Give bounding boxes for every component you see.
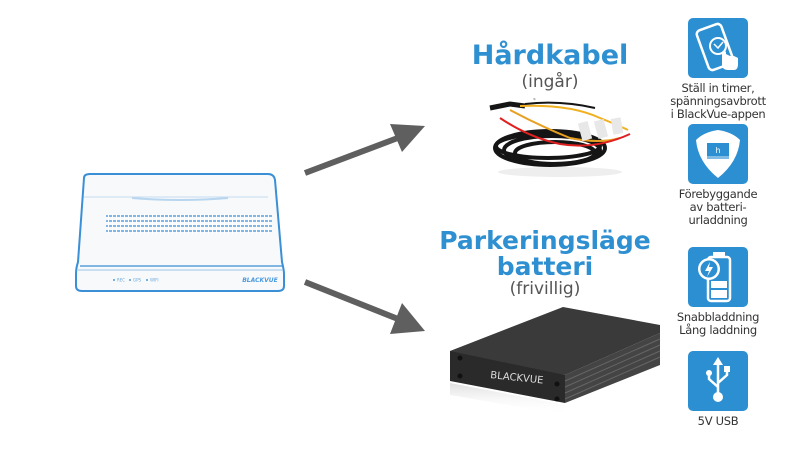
usb-icon	[706, 357, 730, 402]
fast-charge-battery-icon	[698, 252, 732, 303]
battery-title-line2: batteri	[496, 252, 594, 281]
hardwire-title: Hårdkabel	[471, 40, 629, 71]
battery-pack-image: BLACKVUE	[445, 303, 670, 418]
led-label: WIFI	[150, 278, 159, 283]
feature-label: Förebyggande av batteri- urladdning	[678, 187, 758, 227]
feature-label: 5V USB	[697, 414, 739, 428]
dashcam-device: REC GPS WIFI BLACKVUE	[72, 170, 290, 295]
feature-app-timer	[688, 18, 748, 78]
feature-fast-charge	[688, 247, 748, 307]
battery-subtitle: (frivillig)	[509, 279, 581, 299]
hardwire-cable-image	[480, 94, 640, 178]
feature-label: Snabbladdning Lång laddning	[676, 310, 760, 337]
led-label: REC	[117, 278, 125, 283]
hardwire-subtitle: (ingår)	[521, 72, 579, 92]
svg-text:h: h	[715, 146, 720, 155]
feature-label: Ställ in timer, spänningsavbrott i Black…	[670, 81, 766, 121]
battery-title-line1: Parkeringsläge	[439, 226, 651, 255]
battery-shield-icon: h	[696, 130, 740, 178]
feature-battery-protect: h	[688, 124, 748, 184]
phone-touch-icon	[695, 22, 738, 72]
led-label: GPS	[133, 278, 142, 283]
device-brand-logo: BLACKVUE	[242, 277, 278, 284]
arrow-to-battery	[303, 279, 425, 334]
arrow-to-hardwire	[303, 124, 425, 176]
feature-usb	[688, 351, 748, 411]
